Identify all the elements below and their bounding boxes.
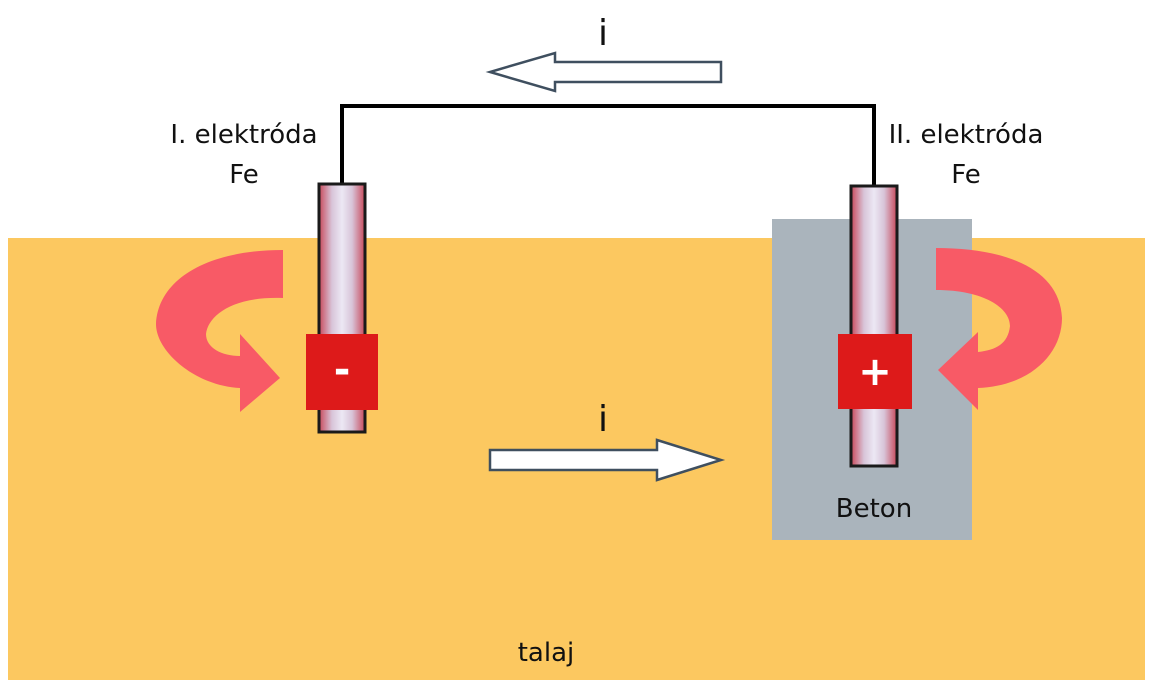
concrete-label: Beton [835, 494, 913, 524]
current-label-top: i [598, 13, 609, 54]
right-curved-arrow [936, 248, 1062, 410]
cathode-sign: - [333, 347, 351, 393]
cathode-terminal [306, 334, 378, 410]
current-arrow-bottom [488, 438, 726, 482]
electrode-1-name-label: I. elektróda [170, 120, 318, 150]
left-curved-arrow [156, 250, 283, 412]
anode-terminal [838, 334, 912, 409]
electrode-2-rod [849, 184, 899, 468]
connecting-wire [340, 104, 876, 186]
electrode-1-material-label: Fe [229, 160, 259, 190]
current-arrow-top [485, 51, 723, 93]
electrode-2-material-label: Fe [951, 160, 981, 190]
electrode-2-name-label: II. elektróda [888, 120, 1044, 150]
current-label-bottom: i [598, 399, 609, 440]
anode-sign: + [858, 349, 892, 395]
soil-label: talaj [517, 638, 575, 668]
